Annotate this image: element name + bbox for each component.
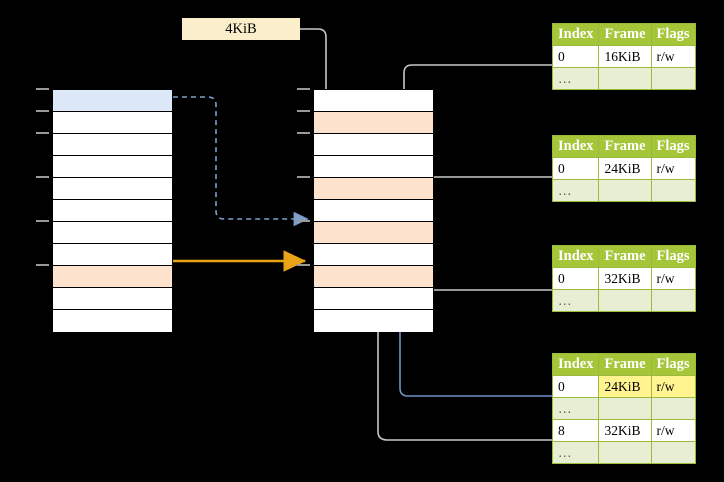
physical-memory-column-row <box>314 222 433 244</box>
row-tick <box>297 88 310 90</box>
table-cell <box>598 441 652 464</box>
table-cell: r/w <box>650 45 696 68</box>
table-cell <box>650 441 696 464</box>
table-cell: r/w <box>650 267 696 290</box>
virtual-address-column-row <box>53 310 172 332</box>
row-tick <box>36 132 49 134</box>
column-header-frame: Frame <box>598 23 652 46</box>
column-header-frame: Frame <box>598 353 652 376</box>
row-tick <box>36 264 49 266</box>
row-tick <box>297 132 310 134</box>
table-cell <box>598 67 652 90</box>
table-cell: r/w <box>650 375 696 398</box>
column-header-flags: Flags <box>650 353 696 376</box>
physical-memory-column <box>313 89 434 332</box>
virtual-address-column-row <box>53 244 172 266</box>
size-badge-4kib: 4KiB <box>182 18 300 40</box>
table-row: … <box>551 441 696 464</box>
virtual-address-column-row <box>53 134 172 156</box>
table-cell: 0 <box>551 267 600 290</box>
table-cell <box>598 397 652 420</box>
physical-memory-column-row <box>314 288 433 310</box>
virtual-address-column <box>52 89 173 332</box>
table-cell: 0 <box>551 157 600 180</box>
row-tick <box>297 176 310 178</box>
table-cell: r/w <box>650 419 696 442</box>
virtual-address-column-row <box>53 156 172 178</box>
table-cell: … <box>551 441 600 464</box>
physical-memory-column-row <box>314 244 433 266</box>
virtual-address-column-row <box>53 90 172 112</box>
virtual-address-column-row <box>53 112 172 134</box>
table-cell: … <box>551 179 600 202</box>
table-row: … <box>551 289 696 312</box>
physical-memory-column-row <box>314 266 433 288</box>
row-tick <box>36 176 49 178</box>
table-cell: 0 <box>551 375 600 398</box>
table-cell: 32KiB <box>598 419 652 442</box>
table-row: … <box>551 397 696 420</box>
column-header-index: Index <box>551 245 600 268</box>
physical-memory-column-row <box>314 112 433 134</box>
table-row: … <box>551 179 696 202</box>
virtual-address-column-row <box>53 200 172 222</box>
virtual-address-column-row <box>53 178 172 200</box>
physical-memory-column-row <box>314 90 433 112</box>
table-cell <box>650 179 696 202</box>
table-cell: 24KiB <box>598 375 652 398</box>
virtual-address-column-row <box>53 222 172 244</box>
table-cell <box>598 289 652 312</box>
table-cell: 16KiB <box>598 45 652 68</box>
table-cell <box>598 179 652 202</box>
table-cell <box>650 397 696 420</box>
table-cell: r/w <box>650 157 696 180</box>
virtual-address-column-row <box>53 288 172 310</box>
row-tick <box>297 220 310 222</box>
table-cell: 24KiB <box>598 157 652 180</box>
size-badge-label: 4KiB <box>225 20 257 37</box>
row-tick <box>36 110 49 112</box>
table-row: … <box>551 67 696 90</box>
column-header-index: Index <box>551 353 600 376</box>
physical-memory-column-row <box>314 156 433 178</box>
table-cell: … <box>551 67 600 90</box>
table-cell: 8 <box>551 419 600 442</box>
column-header-frame: Frame <box>598 135 652 158</box>
physical-memory-column-row <box>314 310 433 332</box>
physical-memory-column-row <box>314 200 433 222</box>
row-tick <box>36 88 49 90</box>
column-header-flags: Flags <box>650 135 696 158</box>
physical-memory-column-row <box>314 178 433 200</box>
column-header-index: Index <box>551 23 600 46</box>
column-header-flags: Flags <box>650 245 696 268</box>
column-header-flags: Flags <box>650 23 696 46</box>
row-tick <box>297 264 310 266</box>
row-tick <box>297 110 310 112</box>
table-cell: … <box>551 289 600 312</box>
physical-memory-column-row <box>314 134 433 156</box>
table-cell <box>650 289 696 312</box>
table-cell <box>650 67 696 90</box>
row-tick <box>36 220 49 222</box>
table-cell: 0 <box>551 45 600 68</box>
column-header-index: Index <box>551 135 600 158</box>
virtual-address-column-row <box>53 266 172 288</box>
column-header-frame: Frame <box>598 245 652 268</box>
table-cell: … <box>551 397 600 420</box>
table-cell: 32KiB <box>598 267 652 290</box>
